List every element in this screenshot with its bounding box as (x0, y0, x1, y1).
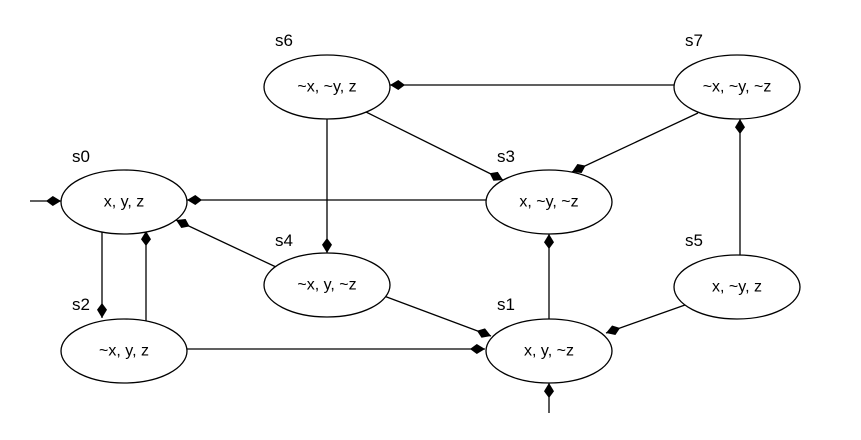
state-ellipse-s6 (263, 54, 391, 120)
state-name-s3: s3 (497, 147, 515, 166)
state-name-s0: s0 (72, 147, 90, 166)
state-node-s3: x, ~y, ~z s3 (485, 147, 613, 235)
state-label-s5: x, ~y, z (712, 279, 762, 296)
transition-s5-to-s7-arrowhead (735, 119, 745, 134)
transition-s4-to-s0-arrowhead (176, 219, 190, 228)
transition-s4-to-s1-arrowhead (476, 328, 491, 338)
state-label-s1: x, y, ~z (524, 343, 574, 360)
state-label-s7: ~x, ~y, ~z (703, 79, 772, 96)
state-ellipse-s1 (485, 318, 613, 384)
transition-s4-to-s1 (383, 295, 492, 338)
state-ellipse-s3 (485, 169, 613, 235)
transition-s5-to-s1 (605, 304, 686, 335)
transition-s2-to-s1-arrowhead (470, 344, 485, 354)
transition-s7-to-s3 (571, 112, 699, 173)
transition-s0-to-s2-arrowhead (97, 303, 107, 318)
transition-s4-to-s0-line (175, 219, 277, 268)
initial-arrow-s0-arrowhead (46, 196, 61, 206)
transition-s2-to-s0-arrowhead (141, 231, 151, 246)
transition-s6-to-s3-arrowhead (489, 171, 503, 181)
state-name-s2: s2 (72, 295, 90, 314)
transition-s3-to-s0 (187, 195, 486, 205)
transition-s7-to-s3-line (571, 112, 699, 173)
transition-edges (30, 80, 745, 413)
state-label-s6: ~x, ~y, z (297, 79, 356, 96)
transition-s5-to-s1-arrowhead (606, 325, 621, 335)
transition-s1-to-s3 (544, 234, 554, 319)
transition-s7-to-s3-arrowhead (572, 164, 586, 173)
state-node-s1: x, y, ~z s1 (485, 295, 613, 384)
state-name-s1: s1 (497, 295, 515, 314)
state-ellipse-s0 (60, 169, 188, 235)
state-nodes: x, y, z s0 x, y, ~z s1 ~x, y, z s2 x, ~y, ~z s3… (60, 31, 801, 384)
transition-s6-to-s4 (322, 119, 332, 253)
state-ellipse-s5 (673, 254, 801, 320)
state-ellipse-s2 (60, 318, 188, 384)
transition-s6-to-s3 (361, 109, 504, 181)
transition-s7-to-s6 (390, 80, 674, 90)
state-name-s7: s7 (685, 31, 703, 50)
state-ellipse-s4 (263, 252, 391, 318)
state-label-s2: ~x, y, z (99, 343, 149, 360)
state-node-s4: ~x, y, ~z s4 (263, 231, 391, 318)
transition-s4-to-s0 (175, 219, 277, 268)
state-node-s6: ~x, ~y, z s6 (263, 31, 391, 120)
state-node-s5: x, ~y, z s5 (673, 231, 801, 320)
transition-s4-to-s1-line (383, 295, 492, 337)
initial-arrow-s1 (544, 383, 554, 413)
transition-s3-to-s0-arrowhead (187, 195, 202, 205)
transition-s1-to-s3-arrowhead (544, 234, 554, 249)
transition-s6-to-s3-line (361, 109, 504, 181)
transition-s0-to-s2 (97, 230, 107, 318)
initial-arrow-s1-arrowhead (544, 383, 554, 398)
state-name-s5: s5 (685, 231, 703, 250)
initial-arrow-s0 (30, 196, 61, 206)
state-node-s2: ~x, y, z s2 (60, 295, 188, 384)
transition-s5-to-s7 (735, 119, 745, 255)
state-label-s3: x, ~y, ~z (519, 194, 578, 211)
state-ellipse-s7 (673, 54, 801, 120)
state-label-s4: ~x, y, ~z (297, 277, 356, 294)
state-name-s6: s6 (275, 31, 293, 50)
transition-s2-to-s1 (187, 344, 485, 354)
state-node-s0: x, y, z s0 (60, 147, 188, 235)
transition-s2-to-s0 (141, 231, 151, 322)
state-name-s4: s4 (275, 231, 293, 250)
transition-s7-to-s6-arrowhead (390, 80, 405, 90)
state-node-s7: ~x, ~y, ~z s7 (673, 31, 801, 120)
transition-s6-to-s4-arrowhead (322, 238, 332, 253)
state-label-s0: x, y, z (104, 194, 145, 211)
